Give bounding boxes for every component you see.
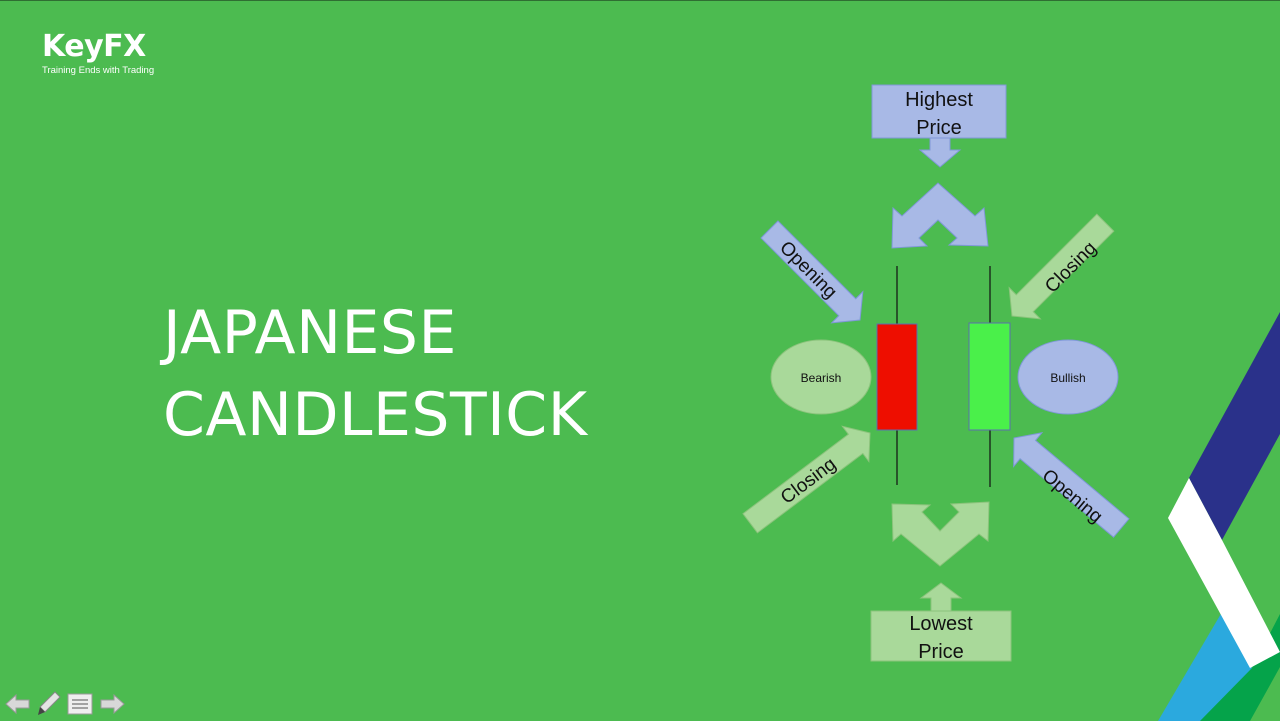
slideshow-nav (4, 690, 126, 720)
stripe-white (1168, 478, 1280, 668)
highest-price-group: Highest Price (871, 84, 1007, 168)
top-chevron-arrow (891, 182, 989, 249)
pen-icon[interactable] (35, 690, 63, 718)
bullish-opening-arrow: Opening (1013, 431, 1130, 538)
highest-price-box (871, 84, 1007, 139)
bearish-body (876, 323, 918, 431)
bullish-closing-arrow: Closing (1008, 213, 1115, 320)
bottom-chevron-arrow (891, 501, 990, 567)
slide-title: JAPANESE CANDLESTICK (163, 292, 588, 456)
lowest-price-label-2: Price (918, 641, 964, 663)
keyfx-logo: KeyFX Training Ends with Trading (42, 30, 154, 77)
bearish-label: Bearish (801, 371, 842, 385)
highest-price-label-2: Price (916, 117, 962, 139)
arrow-left-icon[interactable] (4, 690, 32, 718)
lowest-price-group: Lowest Price (870, 582, 1012, 663)
slide-title-line-2: CANDLESTICK (163, 380, 588, 450)
stripe-navy (1189, 312, 1280, 540)
bearish-ellipse: Bearish (770, 339, 872, 415)
highest-down-arrow (918, 137, 962, 168)
bearish-opening-arrow: Opening (760, 220, 864, 324)
bearish-closing-arrow: Closing (742, 425, 871, 534)
menu-icon[interactable] (66, 690, 94, 718)
lowest-up-arrow (919, 582, 963, 612)
logo-tagline: Training Ends with Trading (42, 65, 155, 76)
arrow-right-icon[interactable] (98, 690, 126, 718)
lowest-price-box (870, 610, 1012, 662)
bullish-ellipse: Bullish (1017, 339, 1119, 415)
bullish-label: Bullish (1050, 371, 1085, 385)
stripe-green (1200, 614, 1280, 721)
lowest-price-label-1: Lowest (909, 613, 973, 635)
highest-price-label-1: Highest (905, 89, 973, 111)
bearish-candle (876, 266, 918, 485)
corner-stripes (1158, 312, 1280, 721)
slide-title-line-1: JAPANESE (163, 298, 457, 368)
bullish-candle (968, 266, 1011, 487)
bullish-body (968, 322, 1011, 431)
bearish-opening-label: Opening (775, 237, 841, 303)
logo-name: KeyFX (42, 29, 146, 64)
slide-top-border (0, 0, 1280, 1)
